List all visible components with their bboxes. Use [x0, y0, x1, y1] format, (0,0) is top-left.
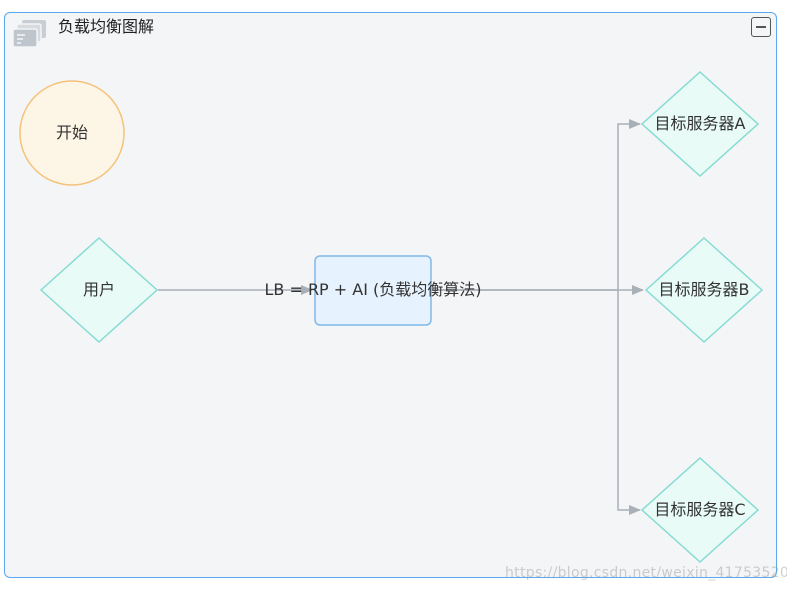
- window-stack-icon: [13, 20, 46, 48]
- lb-label: LB = RP + AI (负载均衡算法): [264, 280, 482, 299]
- server-a-label: 目标服务器A: [654, 114, 746, 133]
- watermark: https://blog.csdn.net/weixin_41753520: [505, 565, 787, 581]
- server-a-node[interactable]: [640, 70, 760, 178]
- panel-title: 负载均衡图解: [58, 17, 155, 36]
- server-c-node[interactable]: [640, 456, 760, 564]
- lb-node[interactable]: [314, 255, 432, 326]
- server-c-label: 目标服务器C: [654, 500, 746, 519]
- start-node[interactable]: [19, 80, 125, 186]
- user-label: 用户: [82, 280, 116, 299]
- collapse-button[interactable]: [751, 17, 771, 37]
- edge-lb-server-c: [617, 290, 641, 515]
- user-node[interactable]: [39, 236, 159, 344]
- edge-lb-server-a: [431, 119, 641, 291]
- start-label: 开始: [55, 123, 89, 142]
- server-b-node[interactable]: [644, 236, 764, 344]
- server-b-label: 目标服务器B: [658, 280, 750, 299]
